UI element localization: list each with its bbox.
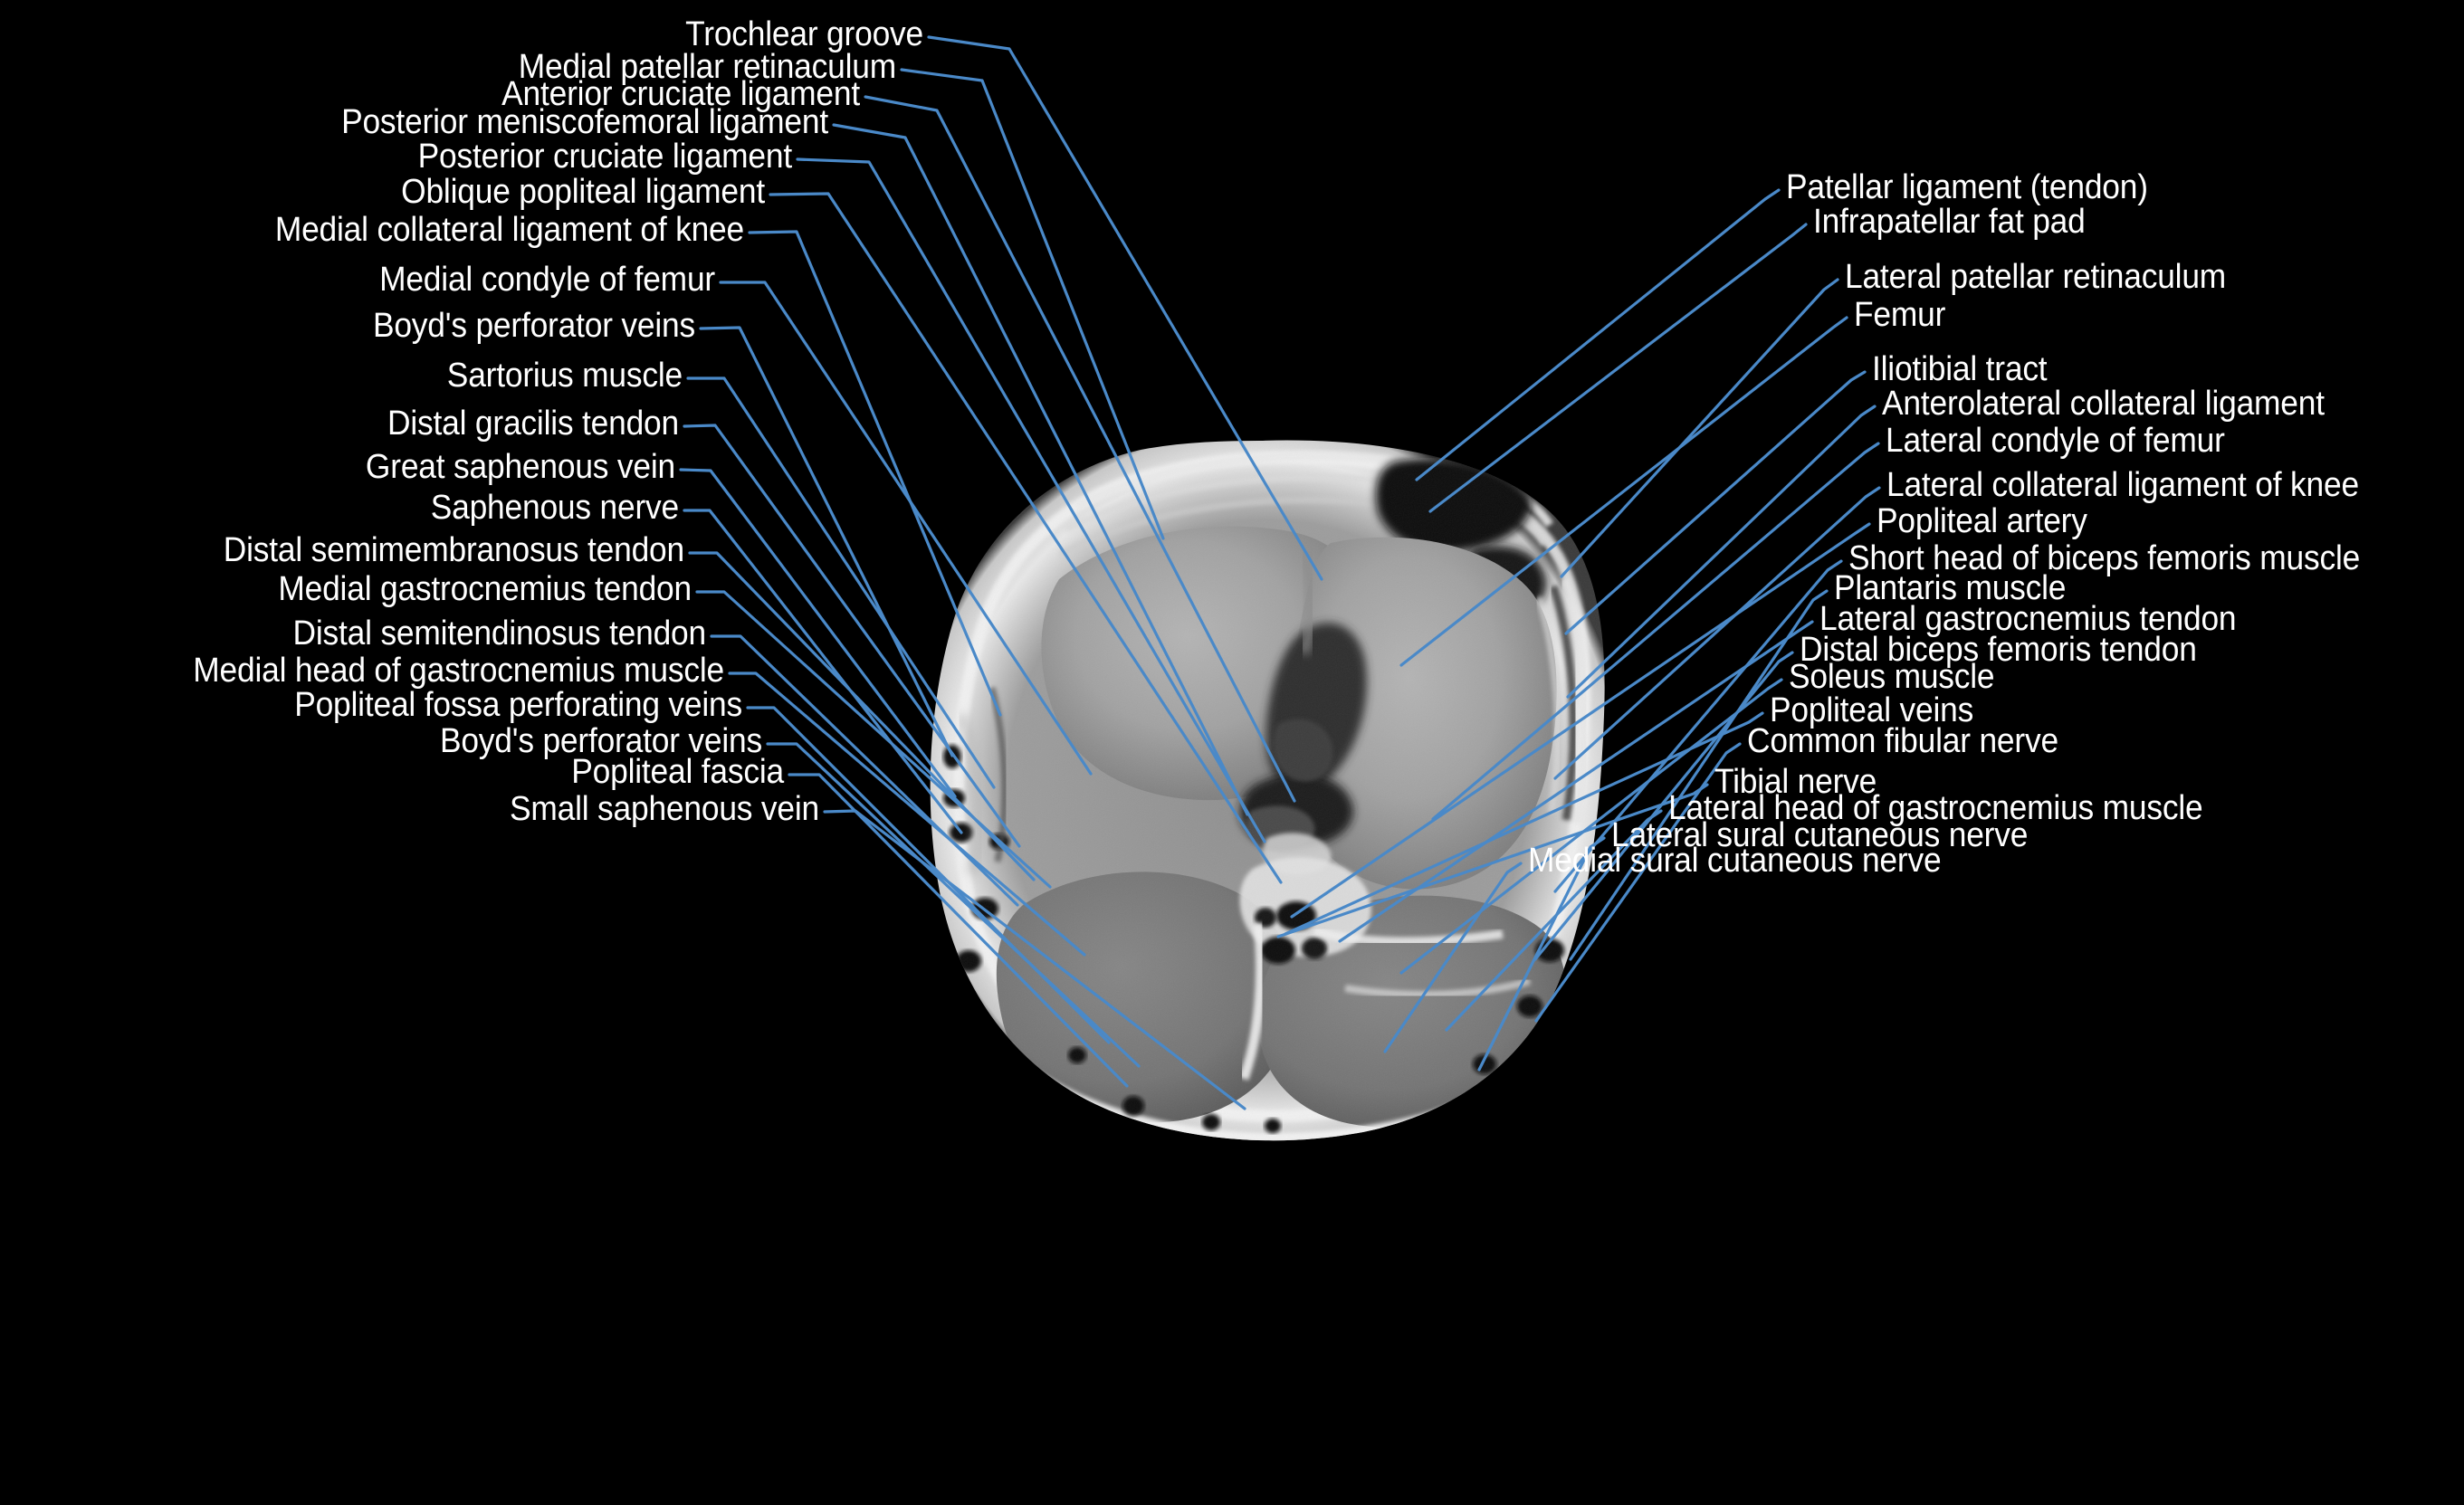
annotation-label[interactable]: Medial gastrocnemius tendon: [278, 570, 692, 608]
annotation-label[interactable]: Iliotibial tract: [1872, 350, 2048, 388]
annotation-label[interactable]: Medial collateral ligament of knee: [274, 211, 744, 249]
annotation-label[interactable]: Lateral gastrocnemius tendon: [1819, 600, 2237, 638]
annotation-label[interactable]: Distal gracilis tendon: [387, 405, 679, 443]
annotation-label[interactable]: Boyd's perforator veins: [372, 307, 695, 345]
annotation-label[interactable]: Popliteal fascia: [571, 753, 784, 791]
annotation-label[interactable]: Medial head of gastrocnemius muscle: [193, 652, 724, 690]
annotation-label[interactable]: Posterior cruciate ligament: [417, 138, 793, 176]
annotation-label[interactable]: Anterolateral collateral ligament: [1882, 385, 2325, 423]
annotation-label[interactable]: Infrapatellar fat pad: [1813, 203, 2086, 241]
annotation-label[interactable]: Posterior meniscofemoral ligament: [341, 103, 829, 141]
annotation-label[interactable]: Soleus muscle: [1789, 658, 1995, 696]
annotation-label[interactable]: Popliteal artery: [1877, 502, 2087, 540]
annotation-label[interactable]: Oblique popliteal ligament: [401, 173, 765, 211]
annotation-label[interactable]: Popliteal fossa perforating veins: [294, 686, 742, 724]
annotation-label[interactable]: Plantaris muscle: [1834, 569, 2067, 607]
annotation-label[interactable]: Femur: [1854, 296, 1946, 334]
annotation-label[interactable]: Lateral patellar retinaculum: [1845, 258, 2227, 296]
annotation-label[interactable]: Lateral condyle of femur: [1886, 422, 2225, 460]
annotation-label[interactable]: Lateral collateral ligament of knee: [1886, 466, 2359, 504]
annotation-label[interactable]: Saphenous nerve: [430, 489, 679, 527]
annotation-label[interactable]: Lateral sural cutaneous nerve: [1611, 816, 2029, 854]
annotation-label[interactable]: Distal semitendinosus tendon: [292, 614, 707, 652]
annotation-label[interactable]: Medial sural cutaneous nerve: [1528, 842, 1942, 880]
annotation-label[interactable]: Small saphenous vein: [509, 790, 819, 828]
annotation-label[interactable]: Anterior cruciate ligament: [501, 75, 860, 113]
annotation-label[interactable]: Short head of biceps femoris muscle: [1848, 539, 2361, 577]
annotation-label[interactable]: Patellar ligament (tendon): [1786, 168, 2148, 206]
annotation-label[interactable]: Medial condyle of femur: [379, 261, 715, 299]
annotation-label[interactable]: Lateral head of gastrocnemius muscle: [1668, 789, 2203, 827]
annotation-label[interactable]: Distal semimembranosus tendon: [223, 531, 685, 569]
annotation-label[interactable]: Tibial nerve: [1714, 763, 1877, 801]
annotation-label[interactable]: Sartorius muscle: [446, 357, 683, 395]
annotation-label[interactable]: Distal biceps femoris tendon: [1800, 631, 2197, 669]
annotation-label[interactable]: Boyd's perforator veins: [439, 722, 762, 760]
annotation-label[interactable]: Common fibular nerve: [1747, 722, 2058, 760]
annotation-label[interactable]: Trochlear groove: [685, 15, 923, 53]
annotation-label[interactable]: Great saphenous vein: [365, 448, 675, 486]
annotation-label[interactable]: Popliteal veins: [1770, 691, 1974, 729]
annotation-label[interactable]: Medial patellar retinaculum: [518, 48, 896, 86]
